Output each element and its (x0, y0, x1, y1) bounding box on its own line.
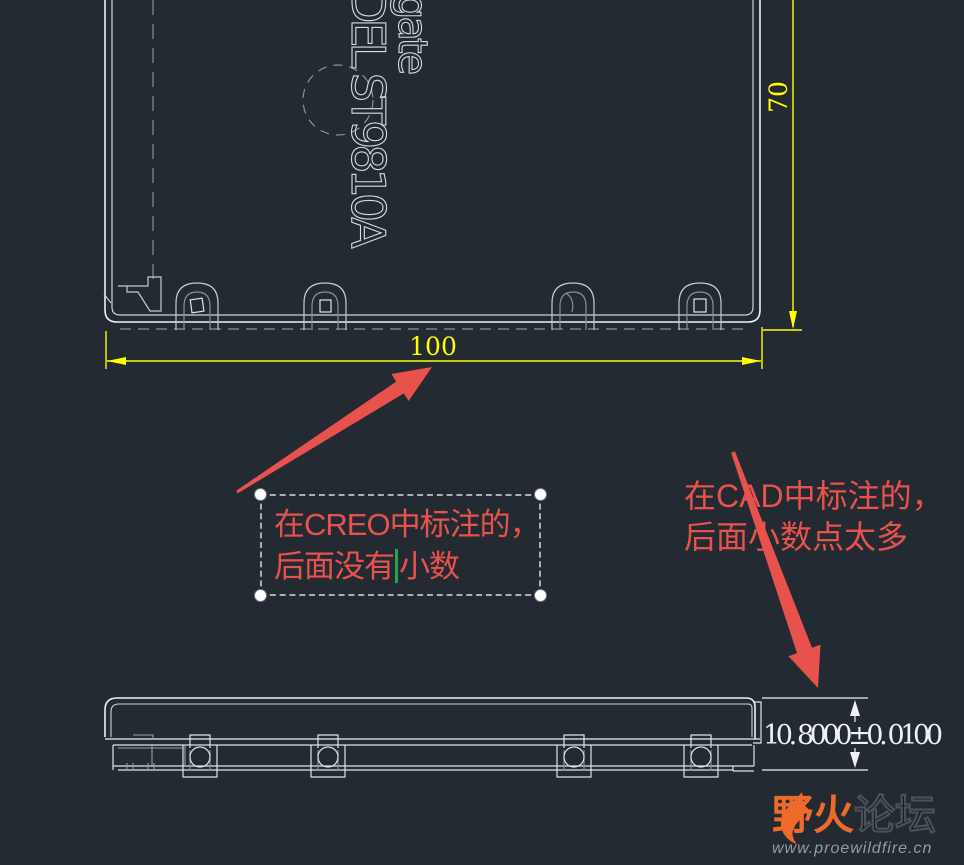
side-tab-2[interactable] (310, 734, 346, 778)
creo-note-line1-text: 在CREO中标注的， (274, 507, 541, 542)
side-view[interactable] (104, 697, 762, 778)
side-right-lip[interactable] (753, 701, 762, 744)
part-outline-outer[interactable] (104, 0, 761, 323)
dim-text-70[interactable]: 70 (764, 81, 793, 113)
creo-note-line2-before: 后面没有 (274, 549, 395, 584)
dim-height-70[interactable]: 70 (763, 0, 802, 331)
forum-watermark: 野火论坛 www.proewildfire.cn (772, 792, 964, 858)
dim-arrow-left (107, 357, 126, 365)
forum-logo-forum: 论坛 (854, 792, 937, 839)
text-selection-box[interactable]: 在CREO中标注的， 后面没有小数 (254, 488, 547, 602)
dim-thickness[interactable]: 10. 8000±0. 0100 (762, 697, 943, 771)
dashed-circle[interactable] (302, 64, 374, 136)
text-edit-cursor[interactable] (395, 549, 398, 583)
cad-note-line1: 在CAD中标注的， (684, 478, 944, 514)
side-tab-1[interactable] (182, 734, 218, 778)
side-left-detail[interactable] (118, 734, 186, 770)
dim-arrow-down (850, 752, 860, 768)
dim-text-thickness[interactable]: 10. 8000±0. 0100 (763, 720, 943, 751)
dim-arrow-up (850, 700, 860, 716)
side-tab-3[interactable] (556, 734, 592, 778)
forum-url: www.proewildfire.cn (772, 840, 933, 857)
creo-note-line2-after: 小数 (399, 549, 460, 584)
annotation-arrow-left (236, 367, 432, 494)
forum-logo: 野火论坛 (772, 792, 964, 844)
side-strip[interactable] (112, 744, 755, 772)
corner-notch-detail[interactable] (103, 276, 162, 312)
selection-handle-ne[interactable] (534, 488, 547, 501)
cad-note-line2: 后面小数点太多 (684, 519, 909, 555)
flame-icon (780, 792, 804, 844)
creo-note-line2[interactable]: 后面没有小数 (274, 546, 540, 588)
selection-handle-se[interactable] (534, 589, 547, 602)
top-view[interactable]: gate DEL ST9810A (103, 0, 761, 330)
selection-handle-sw[interactable] (254, 589, 267, 602)
creo-note-text[interactable]: 在CREO中标注的， 后面没有小数 (274, 504, 541, 588)
dim-text-100[interactable]: 100 (409, 332, 457, 361)
annotation-arrow-right (731, 451, 821, 688)
selection-handle-nw[interactable] (254, 488, 267, 501)
part-text-gate[interactable]: gate (388, 0, 435, 74)
mount-tab-4[interactable] (678, 282, 722, 330)
creo-note-line1[interactable]: 在CREO中标注的， (274, 504, 541, 546)
dim-arrow-right (742, 357, 761, 365)
mount-tab-3[interactable] (551, 282, 595, 330)
side-outline-inner[interactable] (110, 703, 753, 737)
part-outline-inner[interactable] (111, 0, 754, 316)
side-tab-4[interactable] (683, 734, 719, 778)
part-text-model[interactable]: DEL ST9810A (340, 0, 395, 250)
dim-arrow-down (789, 311, 797, 329)
mount-tab-2[interactable] (303, 282, 347, 330)
cad-note-text: 在CAD中标注的， 后面小数点太多 (684, 476, 944, 558)
dim-width-100[interactable]: 100 (105, 327, 763, 369)
mount-tab-1[interactable] (175, 282, 219, 330)
side-outline-outer[interactable] (104, 697, 756, 739)
